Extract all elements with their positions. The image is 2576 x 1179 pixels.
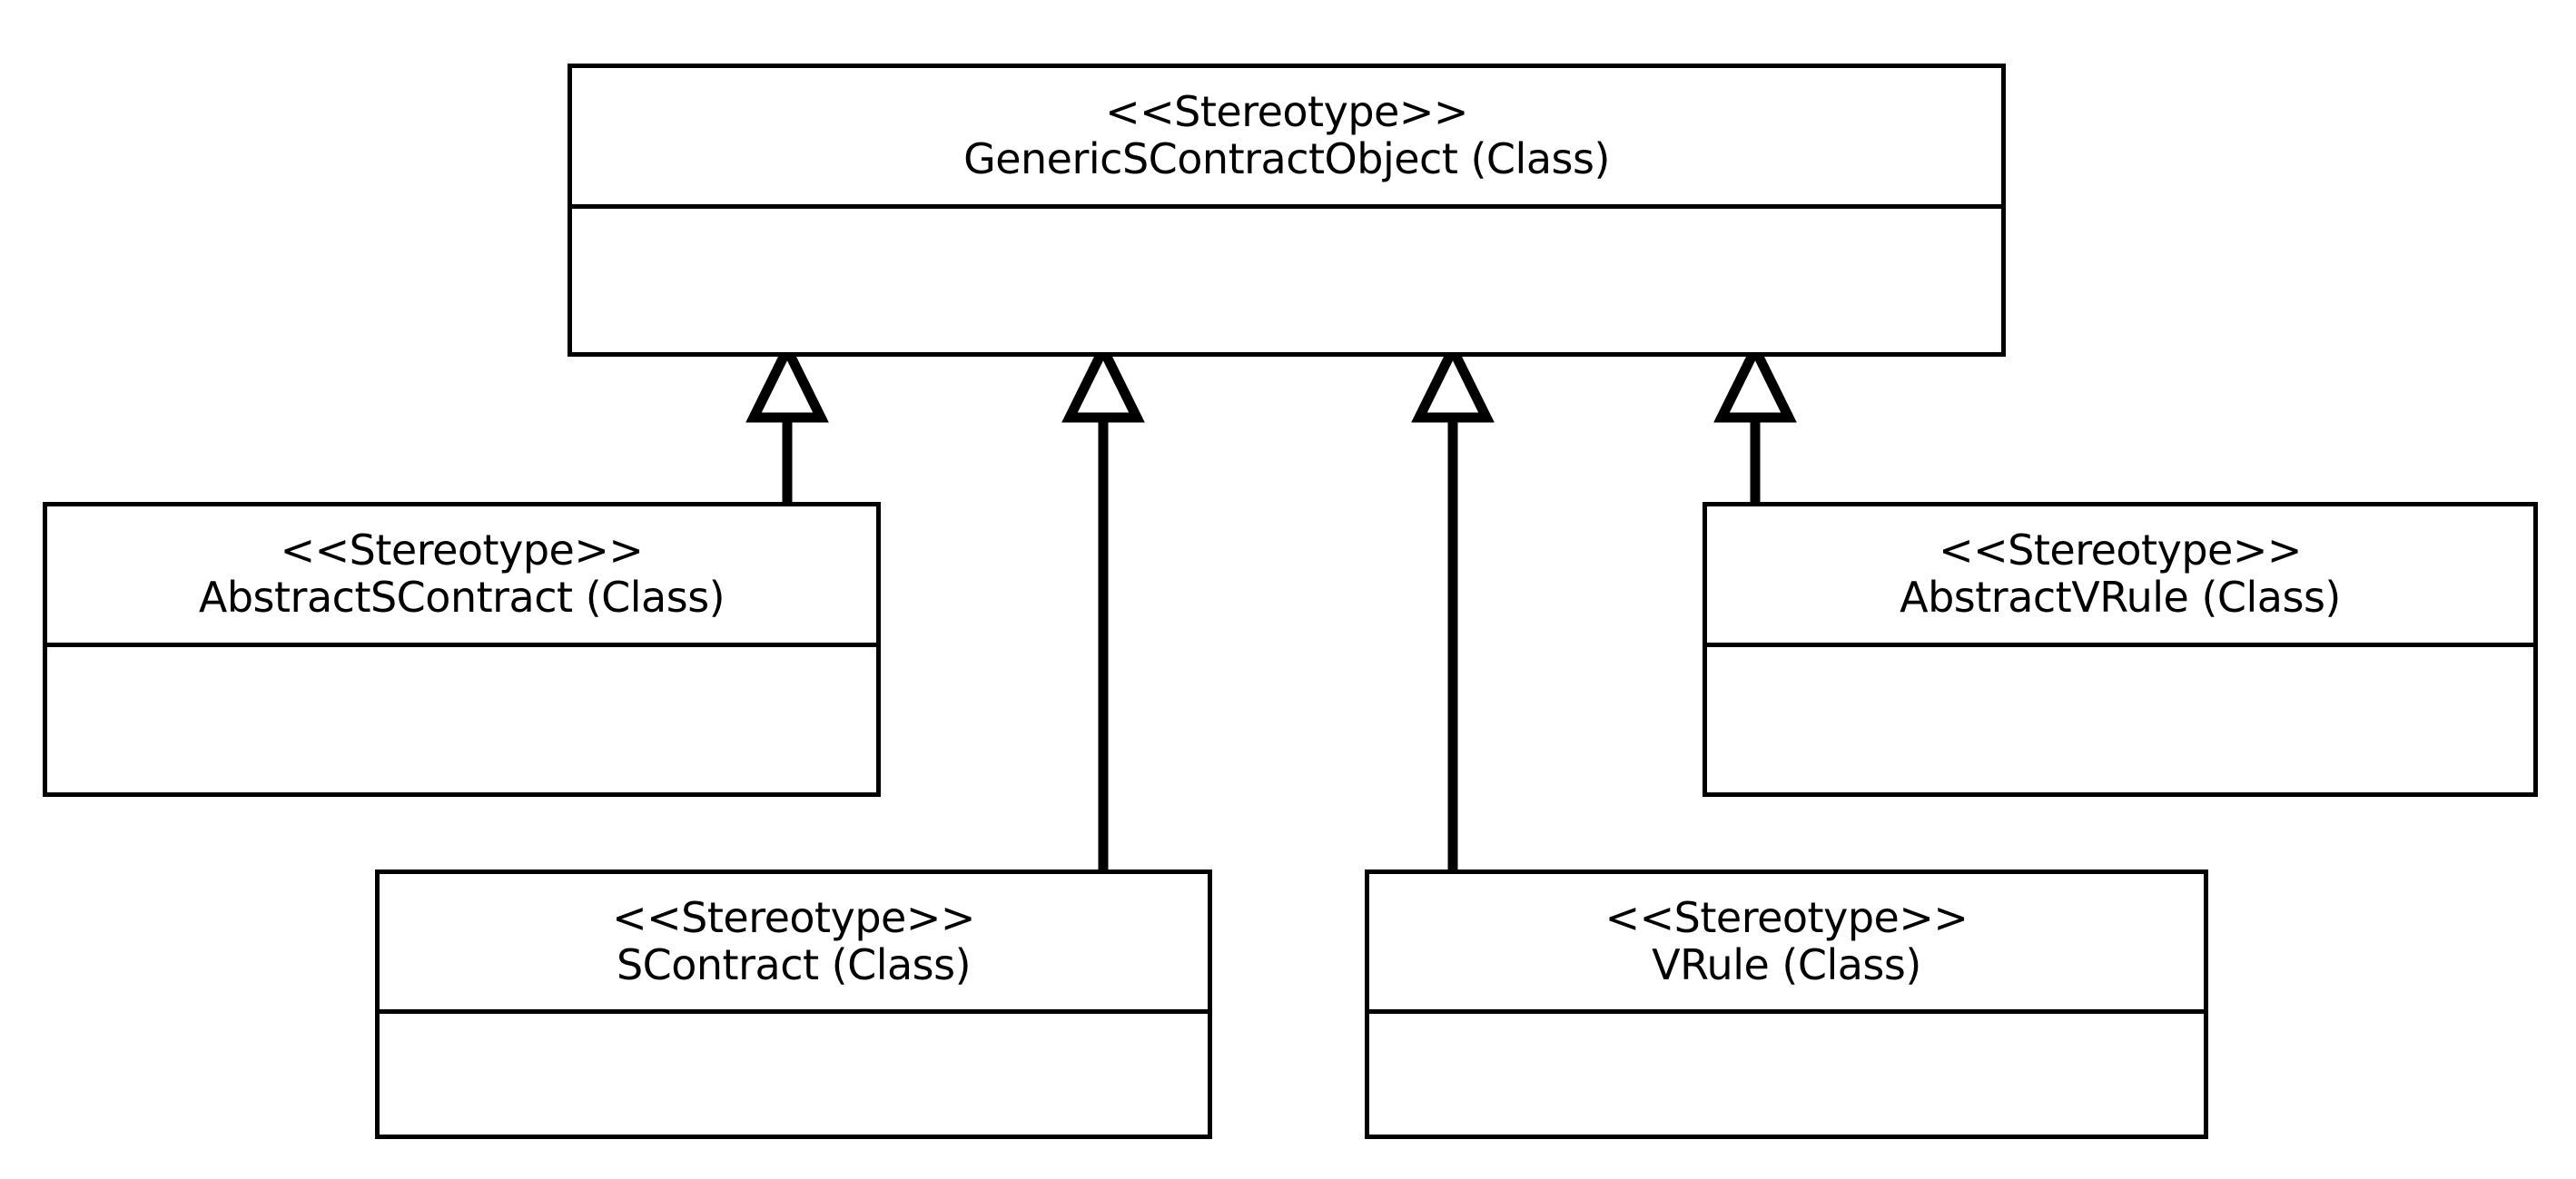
class-name-label: GenericSContractObject (Class) <box>963 134 1610 183</box>
class-header-scontract: <<Stereotype>> SContract (Class) <box>380 874 1208 1014</box>
class-attributes-compartment <box>572 209 2001 352</box>
class-header-vrule: <<Stereotype>> VRule (Class) <box>1369 874 2204 1014</box>
class-box-abstract-scontract[interactable]: <<Stereotype>> AbstractSContract (Class) <box>43 502 881 797</box>
class-attributes-compartment <box>47 647 876 792</box>
generalization-edge-scontract <box>1061 338 1145 872</box>
class-attributes-compartment <box>1369 1014 2204 1135</box>
class-attributes-compartment <box>380 1014 1208 1135</box>
class-box-vrule[interactable]: <<Stereotype>> VRule (Class) <box>1365 870 2208 1139</box>
class-stereotype-label: <<Stereotype>> <box>280 526 644 575</box>
class-stereotype-label: <<Stereotype>> <box>1105 87 1468 137</box>
class-header-abstract-scontract: <<Stereotype>> AbstractSContract (Class) <box>47 506 876 647</box>
class-name-label: AbstractSContract (Class) <box>198 573 725 622</box>
generalization-edge-abstract-vrule <box>1713 338 1797 505</box>
class-attributes-compartment <box>1707 647 2533 792</box>
generalization-edge-abstract-scontract <box>745 338 829 505</box>
class-name-label: AbstractVRule (Class) <box>1900 573 2341 622</box>
class-name-label: SContract (Class) <box>616 939 972 989</box>
generalization-edge-vrule <box>1411 338 1495 872</box>
class-header-abstract-vrule: <<Stereotype>> AbstractVRule (Class) <box>1707 506 2533 647</box>
class-name-label: VRule (Class) <box>1652 939 1921 989</box>
class-stereotype-label: <<Stereotype>> <box>612 892 975 942</box>
class-box-generic-scontract-object[interactable]: <<Stereotype>> GenericSContractObject (C… <box>568 64 2006 357</box>
class-stereotype-label: <<Stereotype>> <box>1939 526 2302 575</box>
class-box-scontract[interactable]: <<Stereotype>> SContract (Class) <box>375 870 1212 1139</box>
class-stereotype-label: <<Stereotype>> <box>1604 892 1969 942</box>
class-header-generic-scontract-object: <<Stereotype>> GenericSContractObject (C… <box>572 68 2001 209</box>
class-box-abstract-vrule[interactable]: <<Stereotype>> AbstractVRule (Class) <box>1703 502 2538 797</box>
